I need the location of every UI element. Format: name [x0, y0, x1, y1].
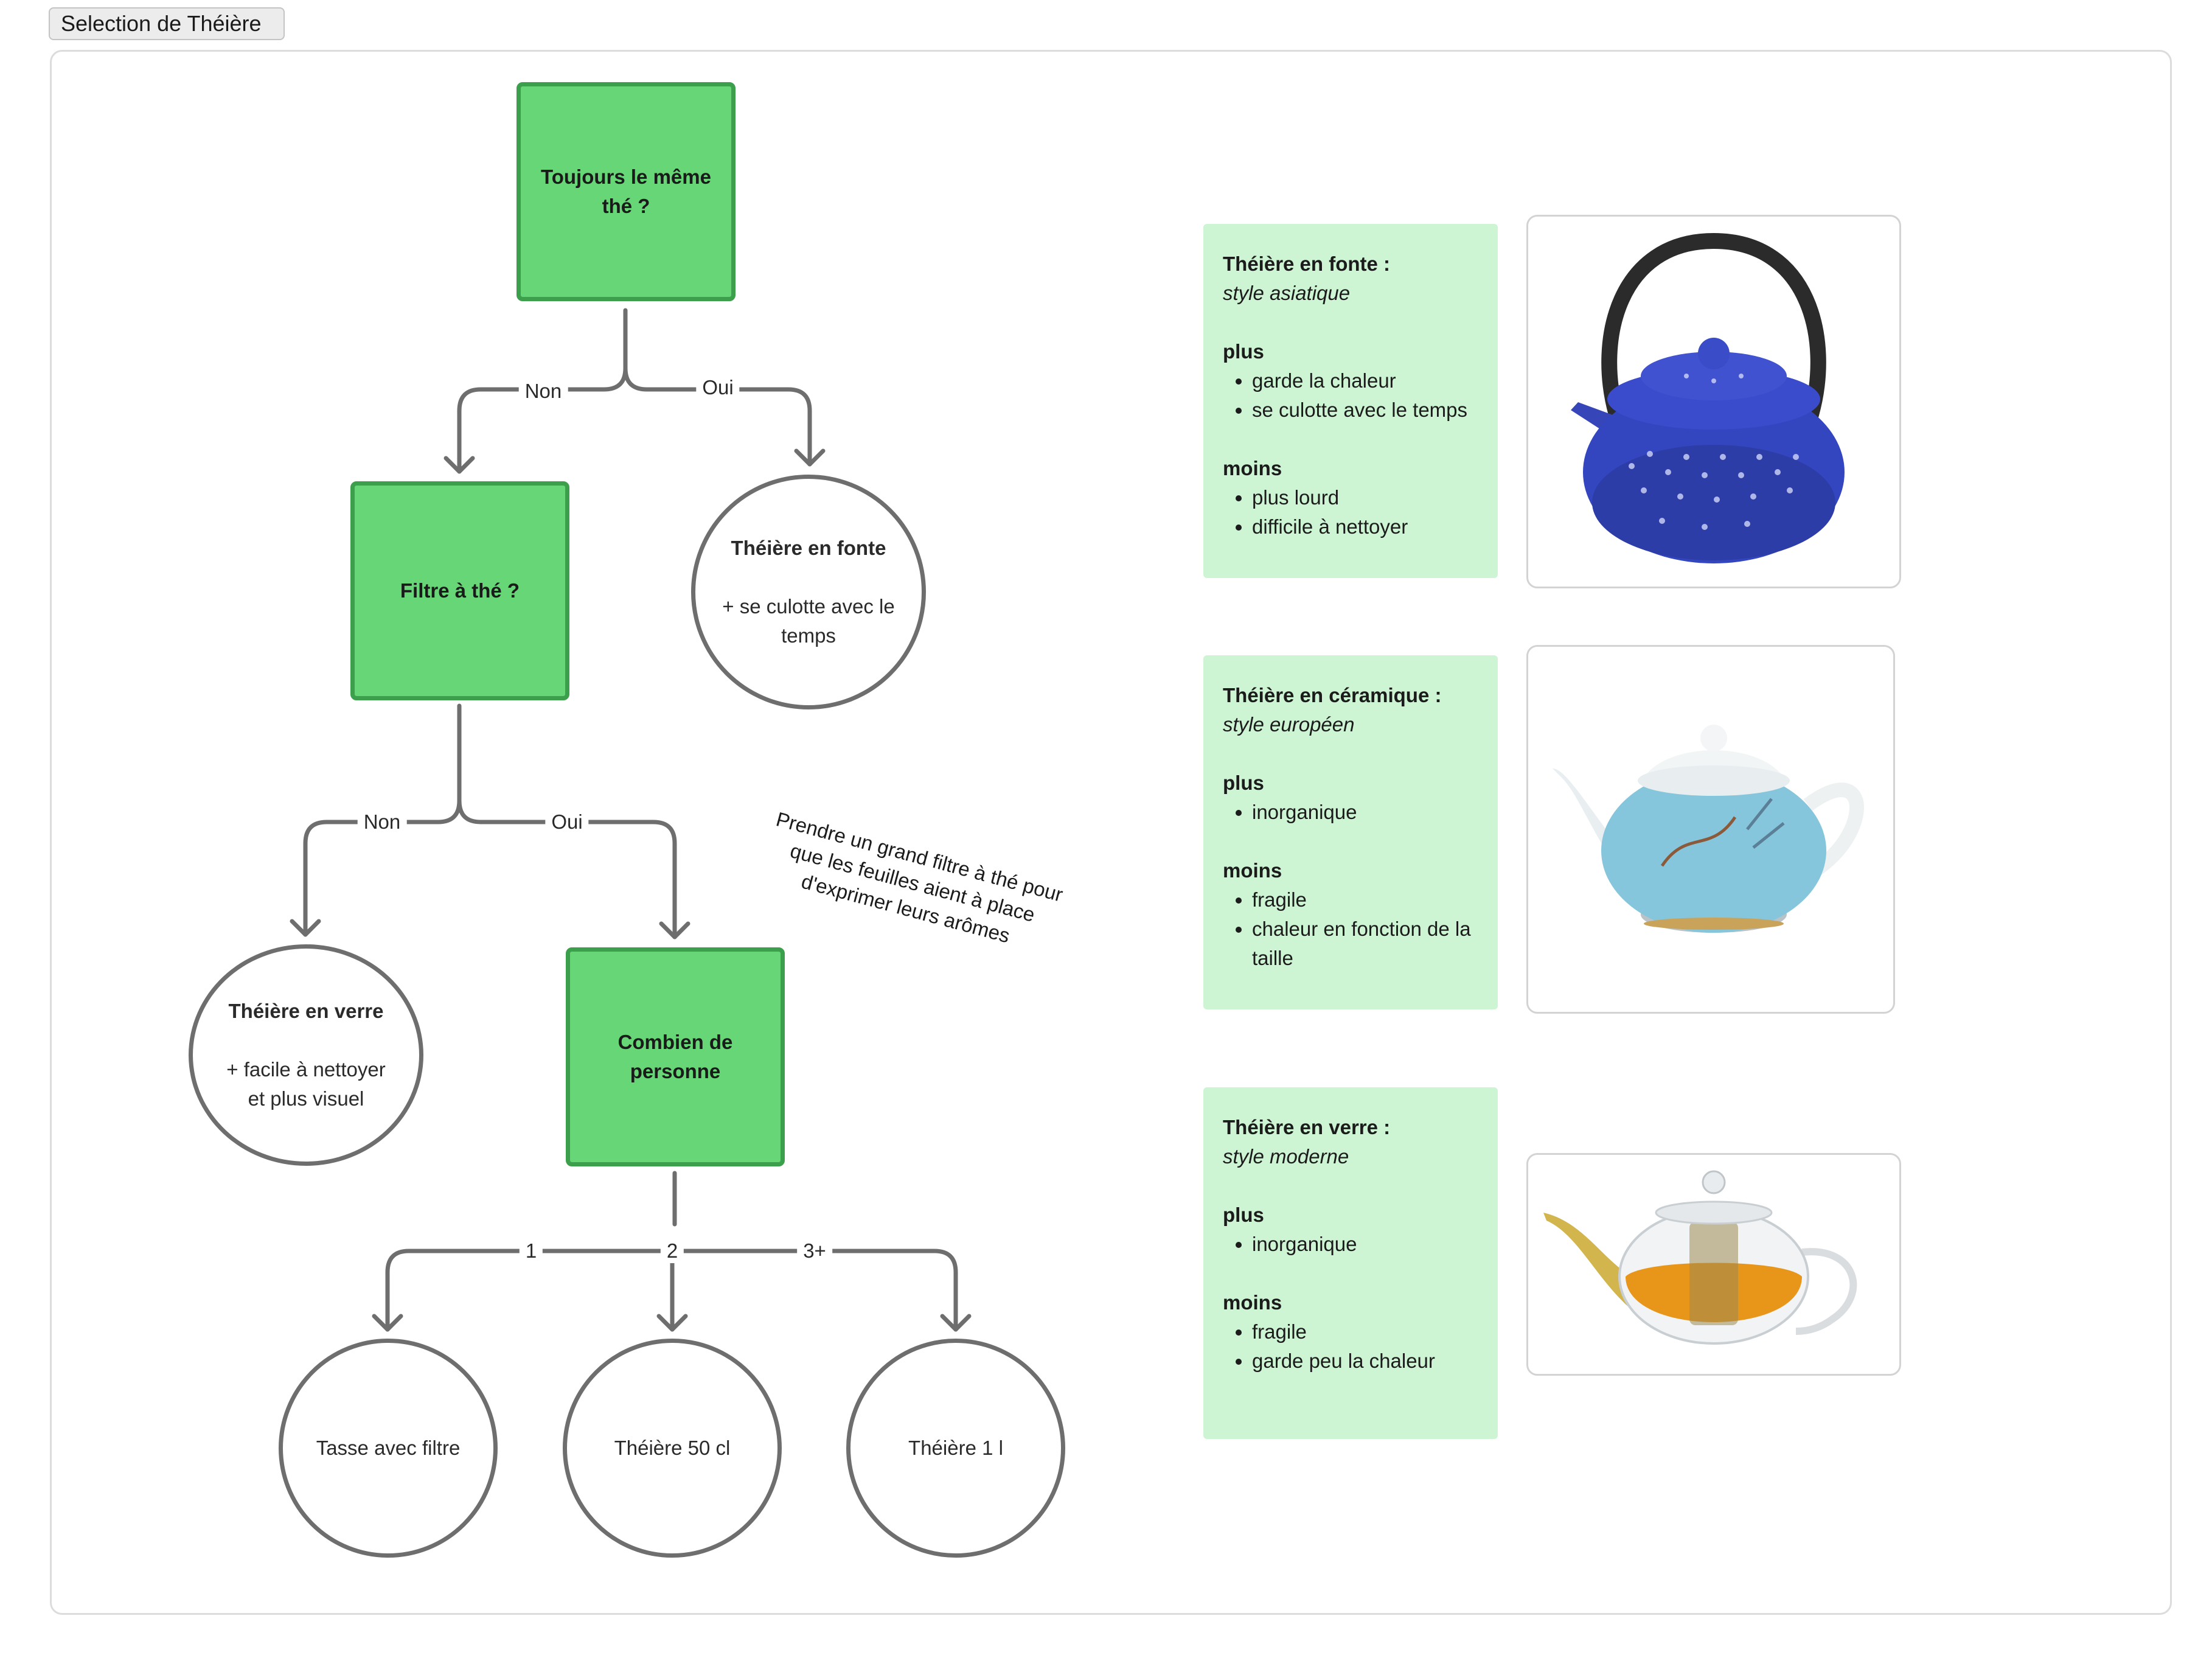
edge-q3-two-arrow: [656, 1314, 688, 1332]
result-cast-iron[interactable]: Théière en fonte + se culotte avec le te…: [691, 475, 926, 709]
result-glass[interactable]: Théière en verre + facile à nettoyer et …: [189, 944, 423, 1166]
edge-q1-no-arrow: [443, 456, 475, 474]
card-plus-label: plus: [1223, 772, 1264, 794]
image-cast-iron-teapot[interactable]: [1526, 215, 1901, 588]
result-cast-iron-title: Théière en fonte: [731, 537, 886, 559]
card-cast-iron[interactable]: Théière en fonte : style asiatique plus …: [1203, 224, 1498, 578]
result-teapot-50cl-text: Théière 50 cl: [614, 1437, 731, 1459]
edge-label-q2-yes: Oui: [545, 810, 589, 834]
card-ceramic[interactable]: Théière en céramique : style européen pl…: [1203, 655, 1498, 1009]
decision-how-many[interactable]: Combien de personne: [566, 947, 785, 1166]
result-glass-desc: + facile à nettoyer et plus visuel: [226, 1058, 386, 1110]
image-ceramic-teapot[interactable]: [1526, 645, 1895, 1014]
edge-q2-yes: [457, 798, 677, 939]
edge-q2-yes-arrow: [659, 921, 690, 939]
card-glass[interactable]: Théière en verre : style moderne plus in…: [1203, 1087, 1498, 1439]
card-style: style asiatique: [1223, 282, 1351, 304]
edge-q3-three-arrow: [940, 1314, 972, 1332]
card-minus-list: fragile chaleur en fonction de la taille: [1223, 885, 1478, 973]
edge-q3-three: [672, 1249, 958, 1332]
result-teapot-1l-text: Théière 1 l: [908, 1437, 1003, 1459]
card-minus-list: fragile garde peu la chaleur: [1223, 1317, 1478, 1376]
list-item: chaleur en fonction de la taille: [1252, 915, 1478, 973]
result-glass-title: Théière en verre: [228, 1000, 384, 1022]
result-teapot-50cl[interactable]: Théière 50 cl: [563, 1339, 782, 1558]
card-title: Théière en fonte :: [1223, 253, 1391, 275]
list-item: se culotte avec le temps: [1252, 395, 1478, 425]
result-cup-filter[interactable]: Tasse avec filtre: [279, 1339, 498, 1558]
card-title: Théière en verre :: [1223, 1116, 1391, 1138]
decision-tea-filter-text: Filtre à thé ?: [400, 579, 520, 602]
list-item: difficile à nettoyer: [1252, 512, 1478, 542]
list-item: plus lourd: [1252, 483, 1478, 512]
result-cast-iron-desc: + se culotte avec le temps: [722, 595, 895, 647]
card-plus-label: plus: [1223, 340, 1264, 363]
ceramic-teapot-icon: [1553, 725, 1864, 933]
result-cup-filter-text: Tasse avec filtre: [316, 1437, 461, 1459]
card-plus-label: plus: [1223, 1204, 1264, 1226]
decision-tea-filter[interactable]: Filtre à thé ?: [350, 481, 569, 700]
image-glass-teapot[interactable]: [1526, 1153, 1901, 1376]
edge-q1-yes-arrow: [794, 448, 826, 467]
card-style: style européen: [1223, 713, 1355, 736]
decision-same-tea-text: Toujours le même thé ?: [541, 166, 711, 217]
card-minus-label: moins: [1223, 1291, 1282, 1314]
edge-label-q1-yes: Oui: [696, 375, 740, 400]
result-teapot-1l[interactable]: Théière 1 l: [846, 1339, 1065, 1558]
edge-q3-one: [385, 1249, 677, 1332]
card-plus-list: inorganique: [1223, 798, 1478, 827]
list-item: garde la chaleur: [1252, 366, 1478, 395]
edge-q2-no-arrow: [290, 919, 321, 937]
cast-iron-teapot-icon: [1571, 232, 1845, 563]
card-title: Théière en céramique :: [1223, 684, 1442, 706]
decision-how-many-text: Combien de personne: [617, 1031, 733, 1082]
card-plus-list: inorganique: [1223, 1230, 1478, 1259]
frame-title[interactable]: Selection de Théière: [49, 7, 285, 40]
list-item: inorganique: [1252, 1230, 1478, 1259]
list-item: inorganique: [1252, 798, 1478, 827]
card-minus-label: moins: [1223, 859, 1282, 882]
glass-teapot-icon: [1543, 1170, 1857, 1345]
list-item: fragile: [1252, 885, 1478, 915]
edge-label-q1-no: Non: [518, 379, 568, 403]
edge-label-q3-one: 1: [519, 1239, 543, 1263]
edge-q1-yes: [623, 366, 812, 467]
list-item: garde peu la chaleur: [1252, 1347, 1478, 1376]
card-minus-list: plus lourd difficile à nettoyer: [1223, 483, 1478, 542]
card-plus-list: garde la chaleur se culotte avec le temp…: [1223, 366, 1478, 425]
decision-same-tea[interactable]: Toujours le même thé ?: [516, 82, 736, 301]
list-item: fragile: [1252, 1317, 1478, 1347]
card-minus-label: moins: [1223, 457, 1282, 479]
edge-label-q3-three: 3+: [797, 1239, 832, 1263]
edge-q3-one-arrow: [372, 1314, 403, 1332]
edge-label-q2-no: Non: [357, 810, 407, 834]
card-style: style moderne: [1223, 1145, 1349, 1168]
edge-label-q3-two: 2: [660, 1239, 684, 1263]
